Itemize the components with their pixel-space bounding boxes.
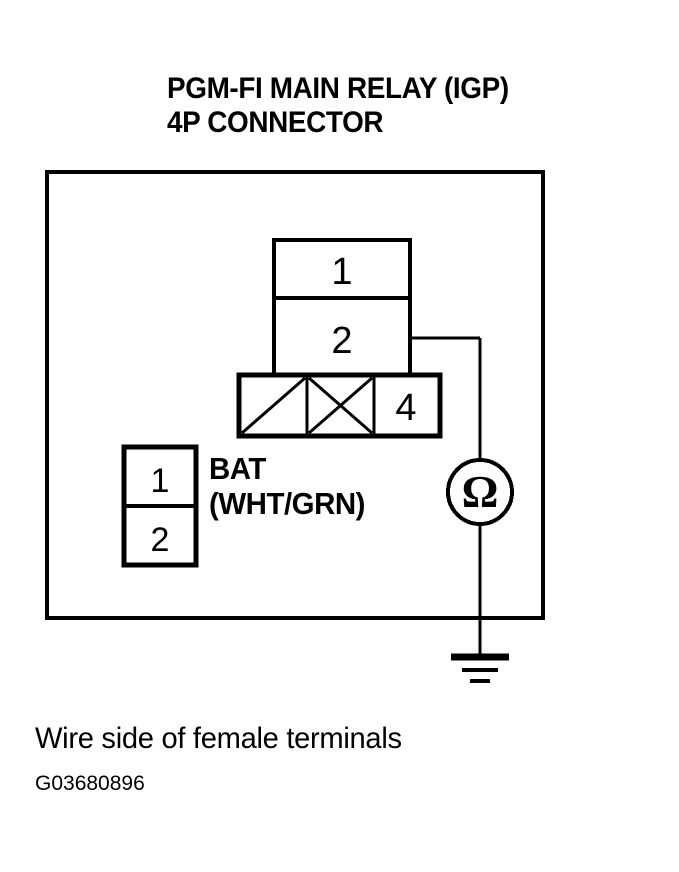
cavity-marker-cross-b <box>308 376 373 435</box>
terminal-cell-2 <box>272 296 412 377</box>
ohm-symbol-glyph: Ω <box>462 466 499 517</box>
figure-title: PGM-FI MAIN RELAY (IGP) 4P CONNECTOR <box>167 72 667 140</box>
terminal-cell-1-label: 1 <box>331 251 352 293</box>
title-line-2: 4P CONNECTOR <box>167 106 384 139</box>
ohmmeter-symbol <box>446 458 514 526</box>
ground-symbol <box>451 653 509 683</box>
title-line-1: PGM-FI MAIN RELAY (IGP) <box>167 72 509 105</box>
terminal-label-group: BAT (WHT/GRN) <box>209 451 459 521</box>
secondary-cell-1-label: 1 <box>151 462 170 500</box>
figure-caption: Wire side of female terminals <box>35 722 402 755</box>
terminal-cell-2-label: 2 <box>331 320 352 362</box>
cavity-marker-diagonal <box>241 376 306 435</box>
ohmmeter-test-leads <box>408 336 482 654</box>
terminal-cell-4-label: 4 <box>395 387 416 429</box>
upper-cell-stack <box>272 238 412 377</box>
figure-id: G03680896 <box>35 772 145 795</box>
ohmmeter-circle <box>446 458 514 526</box>
terminal-name-label: BAT <box>209 451 266 486</box>
terminal-cell-1 <box>272 238 412 300</box>
lower-cell-row <box>236 372 443 439</box>
secondary-cell-2-label: 2 <box>151 521 170 559</box>
connector-outline-box <box>45 170 545 620</box>
wire-color-code-label: (WHT/GRN) <box>209 486 366 521</box>
secondary-connector-box <box>121 444 199 568</box>
